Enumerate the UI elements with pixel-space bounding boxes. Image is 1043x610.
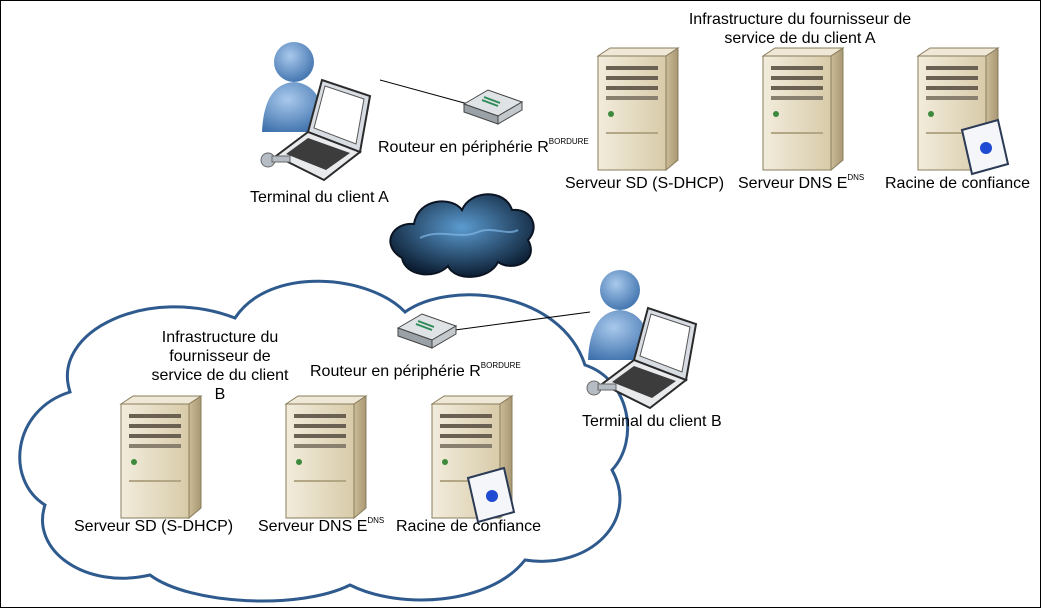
router-a-label: Routeur en périphérie RBORDURE [378,137,589,157]
terminal-a-label: Terminal du client A [250,189,389,206]
terminal-b-user-icon [586,269,697,409]
server-b-sd-icon [120,395,202,519]
router-b-icon [397,313,457,349]
server-b-dns-icon [285,395,367,519]
infra-b-cloud-outline [18,279,630,603]
server-a-dns-icon [762,47,844,171]
server-a-root-label: Racine de confiance [885,175,1030,192]
terminal-b-label: Terminal du client B [582,413,722,430]
link-router-b-terminal-b [454,311,591,331]
router-a-icon [463,89,523,125]
server-b-root-label: Racine de confiance [396,518,541,535]
terminal-a-user-icon [260,41,371,181]
internet-cloud-icon [389,193,535,278]
infra-b-title: Infrastructure du fournisseur de service… [151,329,289,403]
router-b-label: Routeur en périphérie RBORDURE [310,361,521,381]
infra-a-title: Infrastructure du fournisseur de service… [688,11,912,47]
server-b-sd-label: Serveur SD (S-DHCP) [74,518,234,535]
server-a-sd-icon [597,47,679,171]
link-terminal-a-router-a [379,79,469,105]
server-a-dns-label: Serveur DNS EDNS [738,173,865,193]
server-a-sd-label: Serveur SD (S-DHCP) [565,175,725,192]
server-b-dns-label: Serveur DNS EDNS [258,516,385,536]
